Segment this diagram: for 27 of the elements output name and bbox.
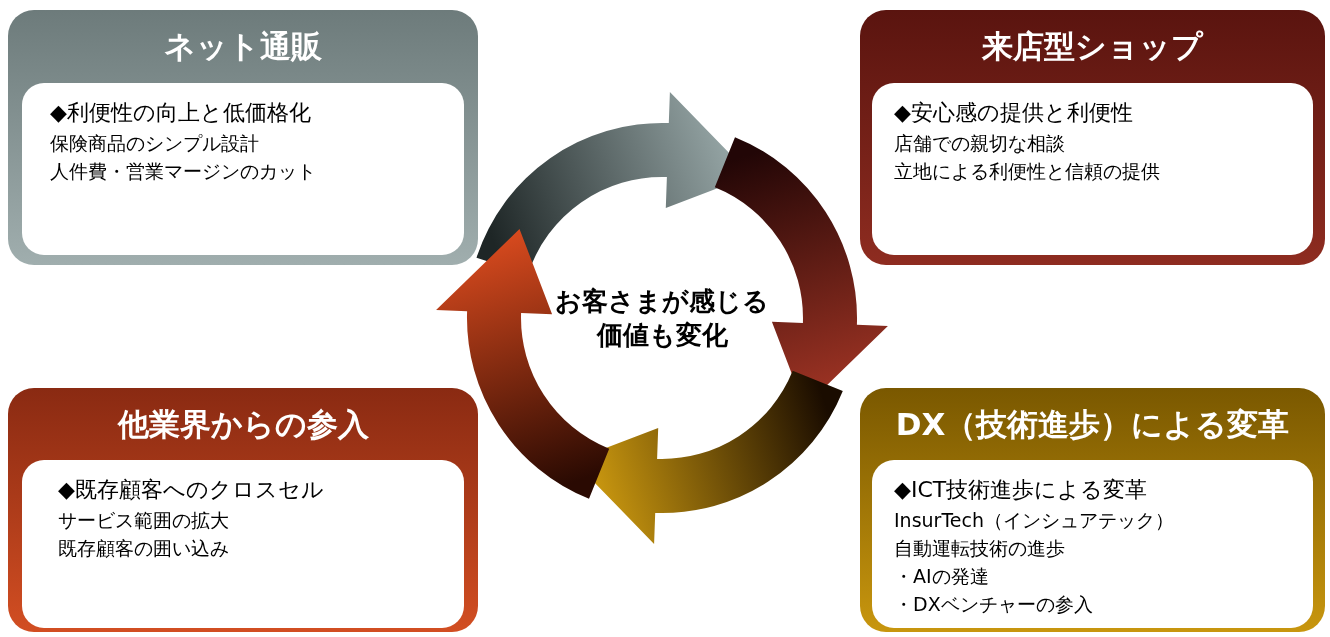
point-text: 保険商品のシンプル設計 [50, 131, 259, 156]
category-card [860, 388, 1325, 632]
card-heading: 来店型ショップ [981, 27, 1205, 66]
center-caption: お客さまが感じる価値も変化 [554, 285, 770, 352]
category-card [8, 10, 478, 265]
point-text: 既存顧客の囲い込み [58, 536, 229, 561]
card-heading: 他業界からの参入 [116, 405, 370, 444]
point-text: 人件費・営業マージンのカット [50, 159, 316, 184]
content-box [22, 460, 464, 628]
point-text: ・DXベンチャーの参入 [894, 592, 1093, 617]
point-heading: ◆既存顧客へのクロスセル [58, 476, 324, 504]
point-heading: ◆安心感の提供と利便性 [894, 99, 1133, 127]
point-text: 立地による利便性と信頼の提供 [894, 159, 1160, 184]
category-card [8, 388, 478, 632]
point-heading: ◆ICT技術進歩による変革 [894, 476, 1148, 504]
category-card [860, 10, 1325, 265]
content-box [22, 83, 464, 255]
card-heading: DX（技術進歩）による変革 [894, 405, 1291, 444]
point-text: InsurTech（インシュアテック） [894, 508, 1174, 533]
point-text: 店舗での親切な相談 [894, 131, 1065, 156]
content-box [872, 460, 1313, 628]
point-heading: ◆利便性の向上と低価格化 [50, 99, 311, 127]
point-text: サービス範囲の拡大 [58, 508, 229, 533]
point-text: ・AIの発達 [894, 564, 989, 589]
card-heading: ネット通販 [163, 27, 323, 66]
content-box [872, 83, 1313, 255]
point-text: 自動運転技術の進歩 [894, 536, 1065, 561]
